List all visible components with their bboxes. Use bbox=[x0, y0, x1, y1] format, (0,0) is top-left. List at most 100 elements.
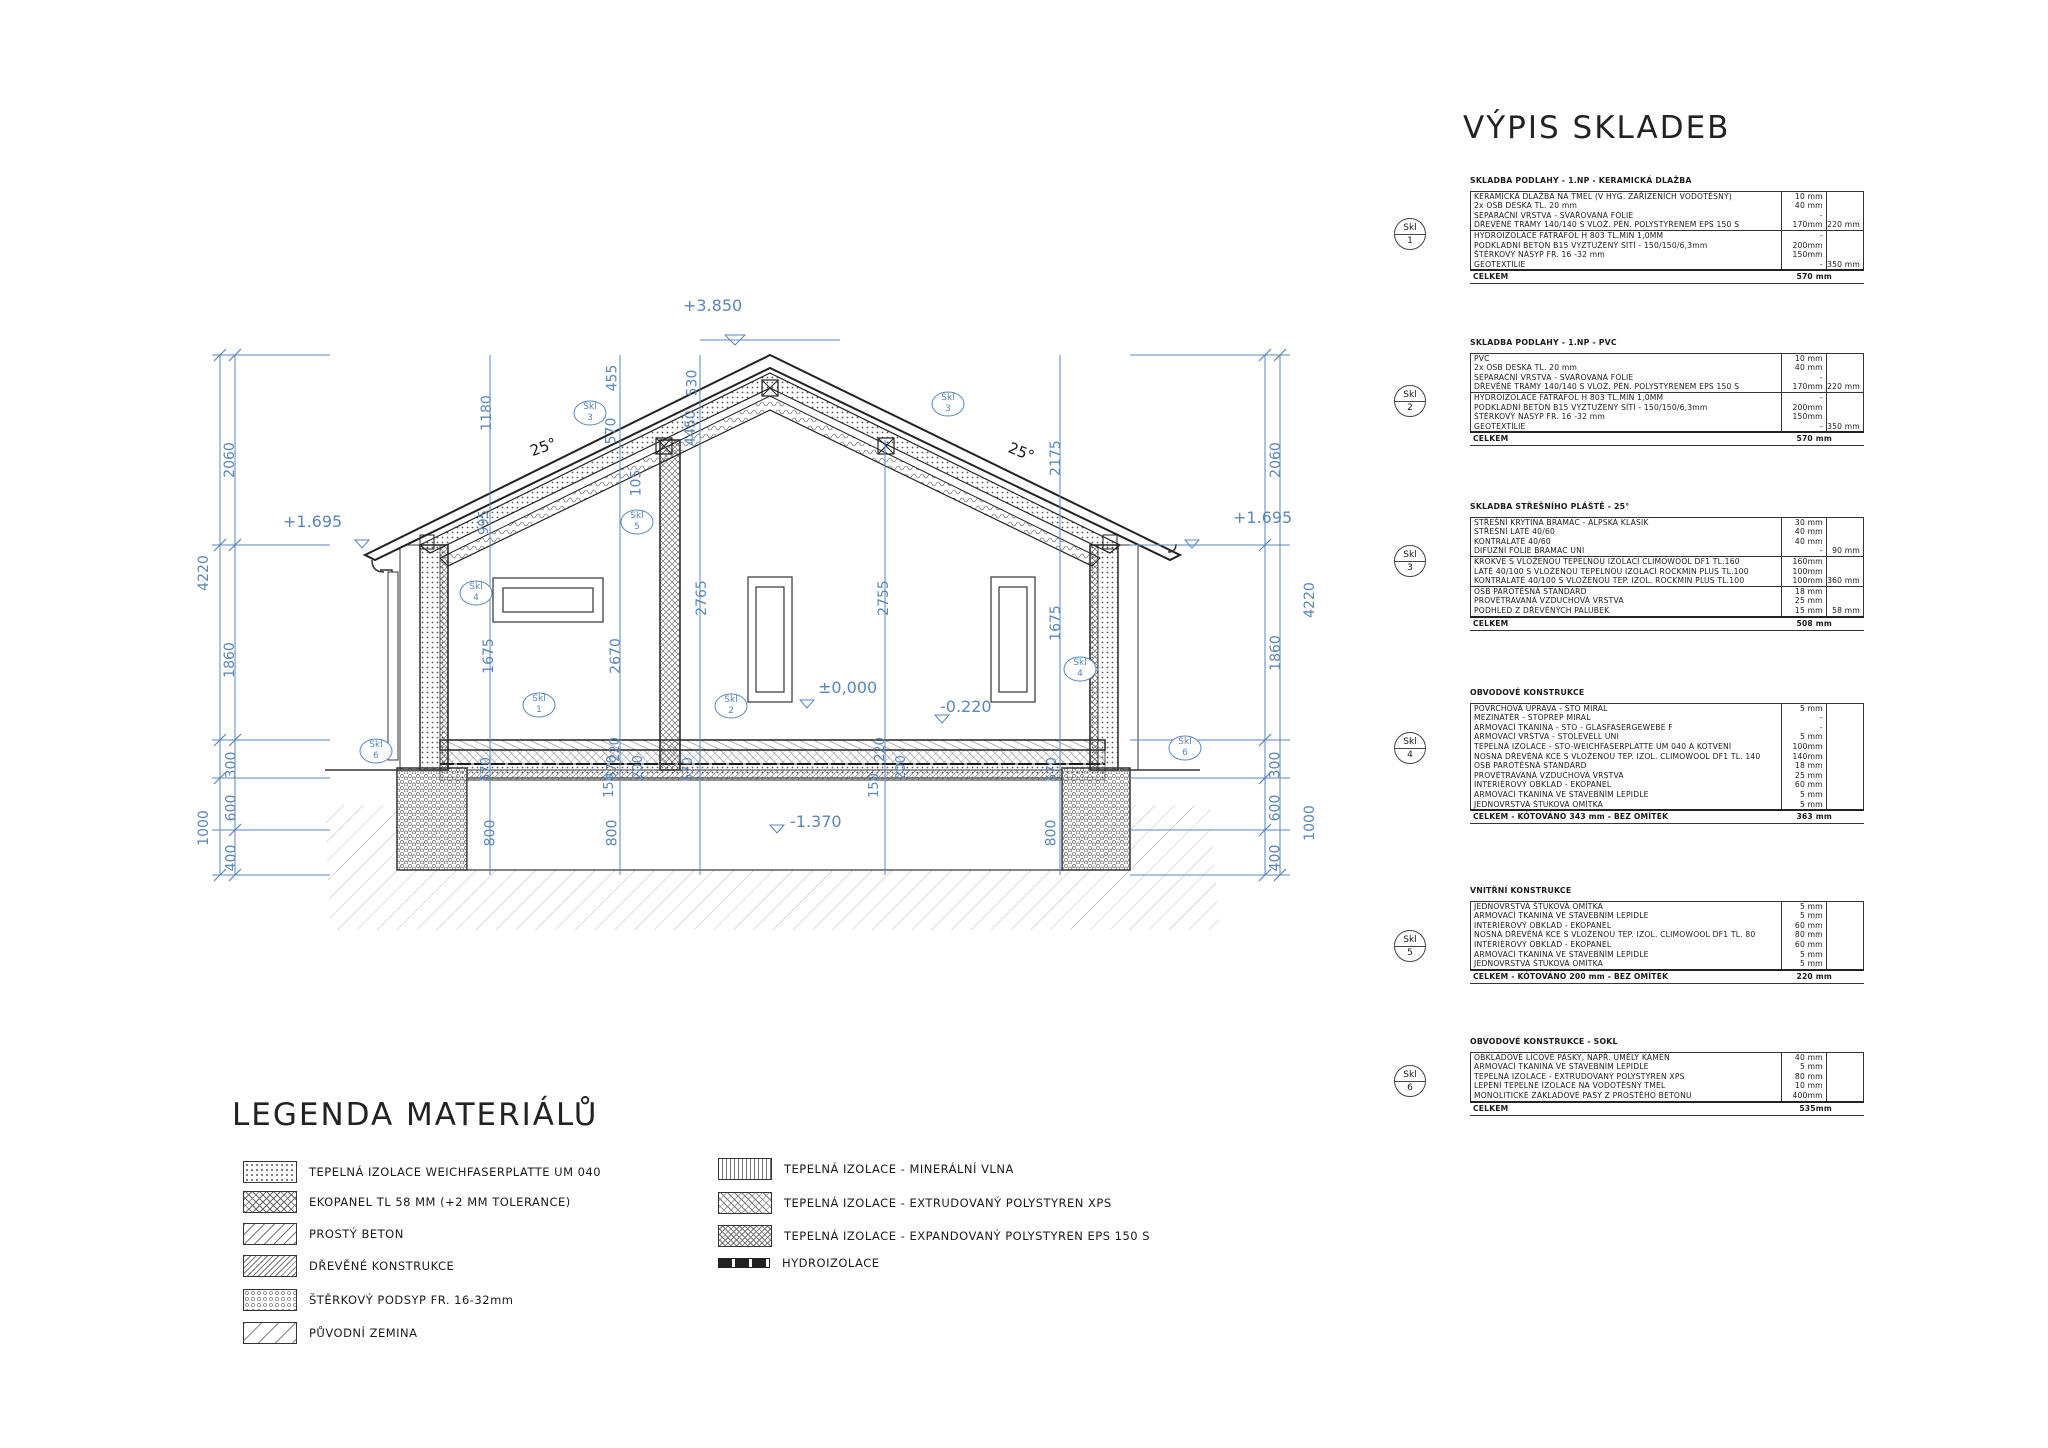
layer-name: INTERIÉROVÝ OBKLAD - EKOPANEL bbox=[1474, 780, 1612, 790]
layer-group-sum bbox=[1825, 353, 1863, 364]
layer-name: 2x OSB DESKA TL. 20 mm bbox=[1474, 363, 1578, 373]
legend-item-mineralni-vlna: TEPELNÁ IZOLACE - MINERÁLNÍ VLNA bbox=[718, 1158, 1014, 1180]
elevation-ridge: +3.850 bbox=[683, 296, 743, 315]
dim-inner-455: 455 bbox=[604, 364, 621, 392]
legend-item-sterk: ŠTĚRKOVÝ PODSYP FR. 16-32mm bbox=[243, 1289, 513, 1311]
layer-name: ARMOVACÍ TKANINA VE STAVEBNÍM LEPIDLE bbox=[1474, 1062, 1649, 1072]
layer-thickness: 10 mm bbox=[1780, 353, 1826, 364]
total-value: 570 mm bbox=[1796, 272, 1832, 282]
layer-name: JEDNOVRSTVÁ ŠTUKOVÁ OMÍTKA bbox=[1474, 959, 1604, 969]
swatch-wood bbox=[243, 1255, 297, 1277]
layer-group-sum bbox=[1825, 230, 1863, 241]
layer-group-sum bbox=[1825, 920, 1863, 931]
dim-left-roof: 2060 bbox=[221, 442, 238, 478]
layer-name: PROVĚTRÁVANÁ VZDUCHOVÁ VRSTVA bbox=[1474, 596, 1624, 606]
dim-right-600: 600 bbox=[1267, 794, 1284, 822]
layer-group-sum bbox=[1825, 911, 1863, 921]
composition-row: DŘEVĚNÉ TRÁMY 140/140 S VLOŽ. PĚN. POLYS… bbox=[1471, 220, 1863, 231]
legend-item-weichfaser: TEPELNÁ IZOLACE WEICHFASERPLATTE UM 040 bbox=[243, 1161, 601, 1183]
dim-inner-2175: 2175 bbox=[1047, 440, 1064, 476]
layer-thickness: - bbox=[1780, 392, 1826, 403]
layer-group-sum bbox=[1825, 770, 1863, 781]
layer-thickness: 60 mm bbox=[1780, 920, 1826, 931]
layer-group-sum bbox=[1825, 703, 1863, 714]
skl-tag-top: Skl bbox=[1395, 222, 1425, 235]
skl-tag-number: 5 bbox=[1407, 948, 1413, 958]
layer-thickness: 170mm bbox=[1780, 220, 1826, 230]
layer-thickness: 200mm bbox=[1780, 402, 1826, 413]
composition-row: SEPARAČNÍ VRSTVA - SVAŘOVANÁ FÓLIE- bbox=[1471, 372, 1863, 383]
dim-right-roof: 2060 bbox=[1267, 442, 1284, 478]
layer-group-sum bbox=[1825, 713, 1863, 723]
dim-inner-2670: 2670 bbox=[607, 638, 624, 674]
layer-name: DIFÚZNÍ FÓLIE BRAMAC UNI bbox=[1474, 546, 1585, 556]
layer-thickness: 170mm bbox=[1780, 382, 1826, 392]
composition-row: PODKLADNÍ BETON B15 VYZTUŽENÝ SÍTÍ - 150… bbox=[1471, 402, 1863, 413]
legend-label: TEPELNÁ IZOLACE - EXTRUDOVANÝ POLYSTYREN… bbox=[784, 1196, 1112, 1210]
layer-name: KONTRALATĚ 40/60 bbox=[1474, 536, 1551, 546]
legend-label: TEPELNÁ IZOLACE - MINERÁLNÍ VLNA bbox=[784, 1162, 1014, 1176]
layer-thickness: 100mm bbox=[1780, 741, 1826, 752]
layer-group-sum bbox=[1825, 536, 1863, 547]
layer-name: NOSNÁ DŘEVĚNÁ KCE S VLOŽENOU TEP. IZOL. … bbox=[1474, 751, 1761, 761]
layer-thickness: 40 mm bbox=[1780, 363, 1826, 373]
total-value: 570 mm bbox=[1796, 434, 1832, 444]
layer-name: PODKLADNÍ BETON B15 VYZTUŽENÝ SÍTÍ - 150… bbox=[1474, 240, 1708, 250]
layer-name: ARMOVACÍ VRSTVA - STOLEVELL UNI bbox=[1474, 732, 1620, 742]
layer-group-sum bbox=[1825, 1090, 1863, 1101]
layer-thickness: - bbox=[1780, 421, 1826, 432]
layer-name: SEPARAČNÍ VRSTVA - SVAŘOVANÁ FÓLIE bbox=[1474, 372, 1634, 382]
dim-left-400: 400 bbox=[223, 844, 240, 872]
layer-name: LATĚ 40/100 S VLOŽENOU TEPELNOU IZOLACÍ … bbox=[1474, 566, 1749, 576]
composition-row: DŘEVĚNÉ TRÁMY 140/140 S VLOŽ. PĚN. POLYS… bbox=[1471, 382, 1863, 393]
composition-row: DIFÚZNÍ FÓLIE BRAMAC UNI-90 mm bbox=[1471, 546, 1863, 557]
total-label: CELKEM bbox=[1473, 272, 1509, 282]
legend-item-eps: TEPELNÁ IZOLACE - EXPANDOVANÝ POLYSTYREN… bbox=[718, 1225, 1150, 1247]
dim-inner-800-c: 800 bbox=[1043, 819, 1060, 847]
skl-tag-number: 1 bbox=[1407, 236, 1413, 246]
layer-group-sum bbox=[1825, 566, 1863, 577]
layer-name: ARMOVACÍ TKANINA VE STAVEBNÍM LEPIDLE bbox=[1474, 789, 1649, 799]
layer-thickness: 150mm bbox=[1780, 412, 1826, 422]
layer-thickness: 25 mm bbox=[1780, 596, 1826, 606]
layer-group-sum bbox=[1825, 789, 1863, 800]
layer-name: OBKLADOVÉ LÍCOVÉ PÁSKY, NAPŘ. UMĚLÝ KÁME… bbox=[1474, 1052, 1670, 1062]
layer-thickness: 40 mm bbox=[1780, 1052, 1826, 1063]
legend-label: PŮVODNÍ ZEMINA bbox=[309, 1326, 418, 1340]
layer-thickness: 18 mm bbox=[1780, 761, 1826, 771]
layer-thickness: 25 mm bbox=[1780, 770, 1826, 781]
layer-name: TEPELNÁ IZOLACE - STO-WEICHFASERPLATTE U… bbox=[1474, 741, 1732, 751]
layer-name: JEDNOVRSTVÁ ŠTUKOVÁ OMÍTKA bbox=[1474, 799, 1604, 809]
layer-group-sum bbox=[1825, 201, 1863, 211]
elevation-foundation: -1.370 bbox=[790, 812, 842, 831]
dim-right-300: 300 bbox=[1267, 751, 1284, 779]
layer-group-sum: 220 mm bbox=[1825, 220, 1863, 230]
dim-inner-220-a: 220 bbox=[607, 737, 623, 762]
layer-group-sum bbox=[1825, 751, 1863, 762]
dim-inner-2765: 2765 bbox=[693, 580, 710, 616]
layer-name: INTERIÉROVÝ OBKLAD - EKOPANEL bbox=[1474, 920, 1612, 930]
dim-inner-200-a: 200 bbox=[630, 755, 646, 780]
composition-row: OBKLADOVÉ LÍCOVÉ PÁSKY, NAPŘ. UMĚLÝ KÁME… bbox=[1471, 1052, 1863, 1063]
dim-inner-800-b: 800 bbox=[604, 819, 621, 847]
layer-thickness: 15 mm bbox=[1780, 605, 1826, 616]
dim-inner-150-b: 150 bbox=[866, 773, 882, 798]
layer-name: KROKVE S VLOŽENOU TEPELNOU IZOLACÍ CLIMO… bbox=[1474, 556, 1740, 566]
